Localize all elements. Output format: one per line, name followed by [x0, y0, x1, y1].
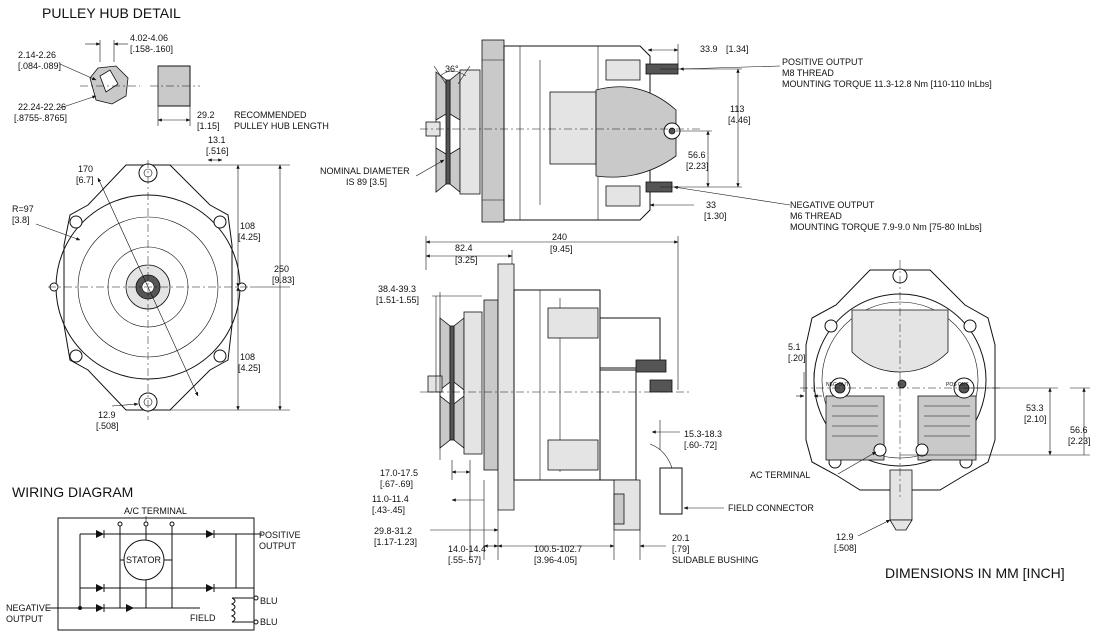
hub-len-label-2: PULLEY HUB LENGTH [234, 121, 329, 131]
pulley-hub-detail [59, 40, 200, 126]
side-d384-in: [1.51-1.55] [376, 295, 419, 305]
top-pos-3: MOUNTING TORQUE 11.3-12.8 Nm [110-110 In… [782, 79, 992, 89]
side-d140-mm: 14.0-14.4 [448, 544, 486, 554]
front-hole-mm: 12.9 [98, 410, 116, 420]
front-r-mm: R=97 [12, 204, 34, 214]
top-d566-mm: 56.6 [688, 150, 706, 160]
side-d824-in: [3.25] [455, 255, 478, 265]
top-angle: 36° [445, 64, 459, 74]
side-d298-mm: 29.8-31.2 [374, 526, 412, 536]
side-d384-mm: 38.4-39.3 [378, 284, 416, 294]
side-d240-mm: 240 [552, 232, 567, 242]
dimensions-note: DIMENSIONS IN MM [INCH] [885, 565, 1065, 581]
top-d33-in: [1.30] [704, 211, 727, 221]
wiring-positive-2: OUTPUT [259, 541, 297, 551]
top-d339-in: [1.34] [726, 44, 749, 54]
wiring-negative-2: OUTPUT [6, 614, 44, 624]
side-d298-in: [1.17-1.23] [374, 537, 417, 547]
side-d140-in: [.55-.57] [448, 555, 481, 565]
side-d110-mm: 11.0-11.4 [372, 494, 409, 504]
wiring-diagram-heading: WIRING DIAGRAM [12, 484, 133, 500]
rear-ac-terminal: AC TERMINAL [750, 470, 810, 480]
front-total-in: [9.83] [272, 275, 295, 285]
wiring-stator: STATOR [126, 555, 162, 565]
hub-len-label-1: RECOMMENDED [234, 110, 307, 120]
rear-neg-out-label: NEG OUT [826, 382, 849, 388]
front-top-in: [.516] [206, 146, 229, 156]
rear-d566-mm: 56.6 [1070, 425, 1088, 435]
side-d153-mm: 15.3-18.3 [684, 429, 722, 439]
hub-d3-in: [.8755-.8765] [14, 113, 67, 123]
hub-d2-in: [.158-.160] [130, 44, 173, 54]
rear-d51-mm: 5.1 [788, 342, 801, 352]
side-bushing: SLIDABLE BUSHING [672, 555, 759, 565]
front-d170-mm: 170 [78, 164, 93, 174]
wiring-diagram [46, 516, 262, 631]
side-d170-in: [.67-.69] [380, 479, 413, 489]
rear-d533-in: [2.10] [1024, 414, 1047, 424]
wiring-blu-bottom: BLU [260, 617, 278, 627]
hub-d1-mm: 2.14-2.26 [18, 50, 56, 60]
hub-len-in: [1.15] [197, 121, 220, 131]
rear-d533-mm: 53.3 [1026, 403, 1044, 413]
top-pos-1: POSITIVE OUTPUT [782, 57, 864, 67]
rear-d566-in: [2.23] [1068, 436, 1091, 446]
hub-d2-mm: 4.02-4.06 [130, 33, 168, 43]
top-d566-in: [2.23] [686, 161, 709, 171]
hub-d1-in: [.084-.089] [18, 61, 61, 71]
side-d1005-mm: 100.5-102.7 [534, 544, 582, 554]
hub-d3-mm: 22.24-22.26 [18, 102, 66, 112]
front-total-mm: 250 [274, 264, 289, 274]
rear-view [796, 260, 1090, 537]
front-r-in: [3.8] [12, 215, 30, 225]
pulley-hub-heading: PULLEY HUB DETAIL [42, 5, 181, 21]
hub-len-mm: 29.2 [197, 110, 215, 120]
rear-d51-in: [.20] [788, 353, 806, 363]
rear-hole-in: [.508] [834, 543, 857, 553]
side-field-connector: FIELD CONNECTOR [728, 503, 814, 513]
front-view [35, 158, 290, 420]
top-d113-mm: 113 [730, 104, 744, 114]
side-view [420, 236, 724, 560]
top-neg-3: MOUNTING TORQUE 7.9-9.0 Nm [75-80 InLbs] [790, 222, 982, 232]
side-d201-mm: 20.1 [672, 533, 690, 543]
top-d113-in: [4.46] [728, 115, 751, 125]
top-d339-mm: 33.9 [700, 44, 718, 54]
top-nominal-1: NOMINAL DIAMETER [320, 166, 410, 176]
top-view [415, 39, 791, 223]
front-top-mm: 13.1 [208, 135, 226, 145]
front-upper-mm: 108 [240, 221, 255, 231]
wiring-positive-1: POSITIVE [259, 530, 301, 540]
rear-hole-mm: 12.9 [836, 532, 854, 542]
side-d1005-in: [3.96-4.05] [534, 555, 577, 565]
front-hole-in: [.508] [96, 421, 119, 431]
side-d240-in: [9.45] [550, 244, 573, 254]
side-d201-in: [.79] [672, 544, 690, 554]
side-d110-in: [.43-.45] [372, 505, 405, 515]
top-nominal-2: IS 89 [3.5] [346, 177, 387, 187]
rear-pos-out-label: POS OUT [946, 382, 969, 388]
top-neg-1: NEGATIVE OUTPUT [790, 200, 875, 210]
wiring-blu-top: BLU [260, 596, 278, 606]
front-upper-in: [4.25] [238, 232, 261, 242]
wiring-ac-terminal: A/C TERMINAL [124, 506, 187, 516]
side-d170-mm: 17.0-17.5 [380, 468, 418, 478]
side-d153-in: [.60-.72] [684, 440, 717, 450]
top-d33-mm: 33 [706, 200, 716, 210]
side-d824-mm: 82.4 [455, 243, 473, 253]
front-d170-in: [6.7] [76, 175, 94, 185]
wiring-field: FIELD [190, 613, 216, 623]
front-lower-in: [4.25] [238, 363, 261, 373]
top-neg-2: M6 THREAD [790, 211, 842, 221]
wiring-negative-1: NEGATIVE [6, 603, 51, 613]
front-lower-mm: 108 [240, 352, 255, 362]
top-pos-2: M8 THREAD [782, 68, 834, 78]
